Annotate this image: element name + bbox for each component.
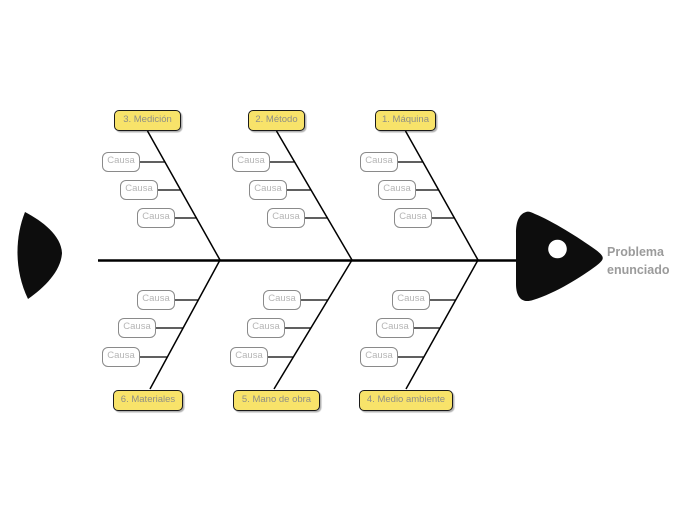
category-box-1-maquina[interactable]: 1. Máquina bbox=[375, 110, 436, 131]
branch-line-medio-ambiente bbox=[405, 259, 479, 390]
branch-line-mano-de-obra bbox=[273, 259, 353, 390]
branch-line-medicion bbox=[146, 130, 221, 261]
cause-box[interactable]: Causa bbox=[118, 318, 156, 338]
cause-box[interactable]: Causa bbox=[102, 152, 140, 172]
fish-tail-shape bbox=[17, 212, 62, 299]
cause-box[interactable]: Causa bbox=[137, 290, 175, 310]
cause-box[interactable]: Causa bbox=[360, 347, 398, 367]
category-box-6-materiales[interactable]: 6. Materiales bbox=[113, 390, 183, 411]
cause-box[interactable]: Causa bbox=[360, 152, 398, 172]
cause-box[interactable]: Causa bbox=[230, 347, 268, 367]
cause-box[interactable]: Causa bbox=[392, 290, 430, 310]
cause-box[interactable]: Causa bbox=[249, 180, 287, 200]
cause-box[interactable]: Causa bbox=[378, 180, 416, 200]
branch-line-maquina bbox=[404, 130, 479, 261]
branch-line-metodo bbox=[275, 130, 353, 261]
cause-box[interactable]: Causa bbox=[232, 152, 270, 172]
cause-box[interactable]: Causa bbox=[102, 347, 140, 367]
category-box-5-mano-de-obra[interactable]: 5. Mano de obra bbox=[233, 390, 320, 411]
cause-box[interactable]: Causa bbox=[263, 290, 301, 310]
category-box-3-medicion[interactable]: 3. Medición bbox=[114, 110, 181, 131]
fish-eye bbox=[548, 239, 567, 259]
problem-statement-label[interactable]: Problema enunciado bbox=[607, 245, 670, 277]
branch-line-materiales bbox=[149, 259, 221, 390]
category-box-2-metodo[interactable]: 2. Método bbox=[248, 110, 305, 131]
cause-box[interactable]: Causa bbox=[376, 318, 414, 338]
cause-box[interactable]: Causa bbox=[247, 318, 285, 338]
cause-box[interactable]: Causa bbox=[120, 180, 158, 200]
category-box-4-medio-ambiente[interactable]: 4. Medio ambiente bbox=[359, 390, 453, 411]
cause-box[interactable]: Causa bbox=[137, 208, 175, 228]
cause-box[interactable]: Causa bbox=[394, 208, 432, 228]
cause-box[interactable]: Causa bbox=[267, 208, 305, 228]
